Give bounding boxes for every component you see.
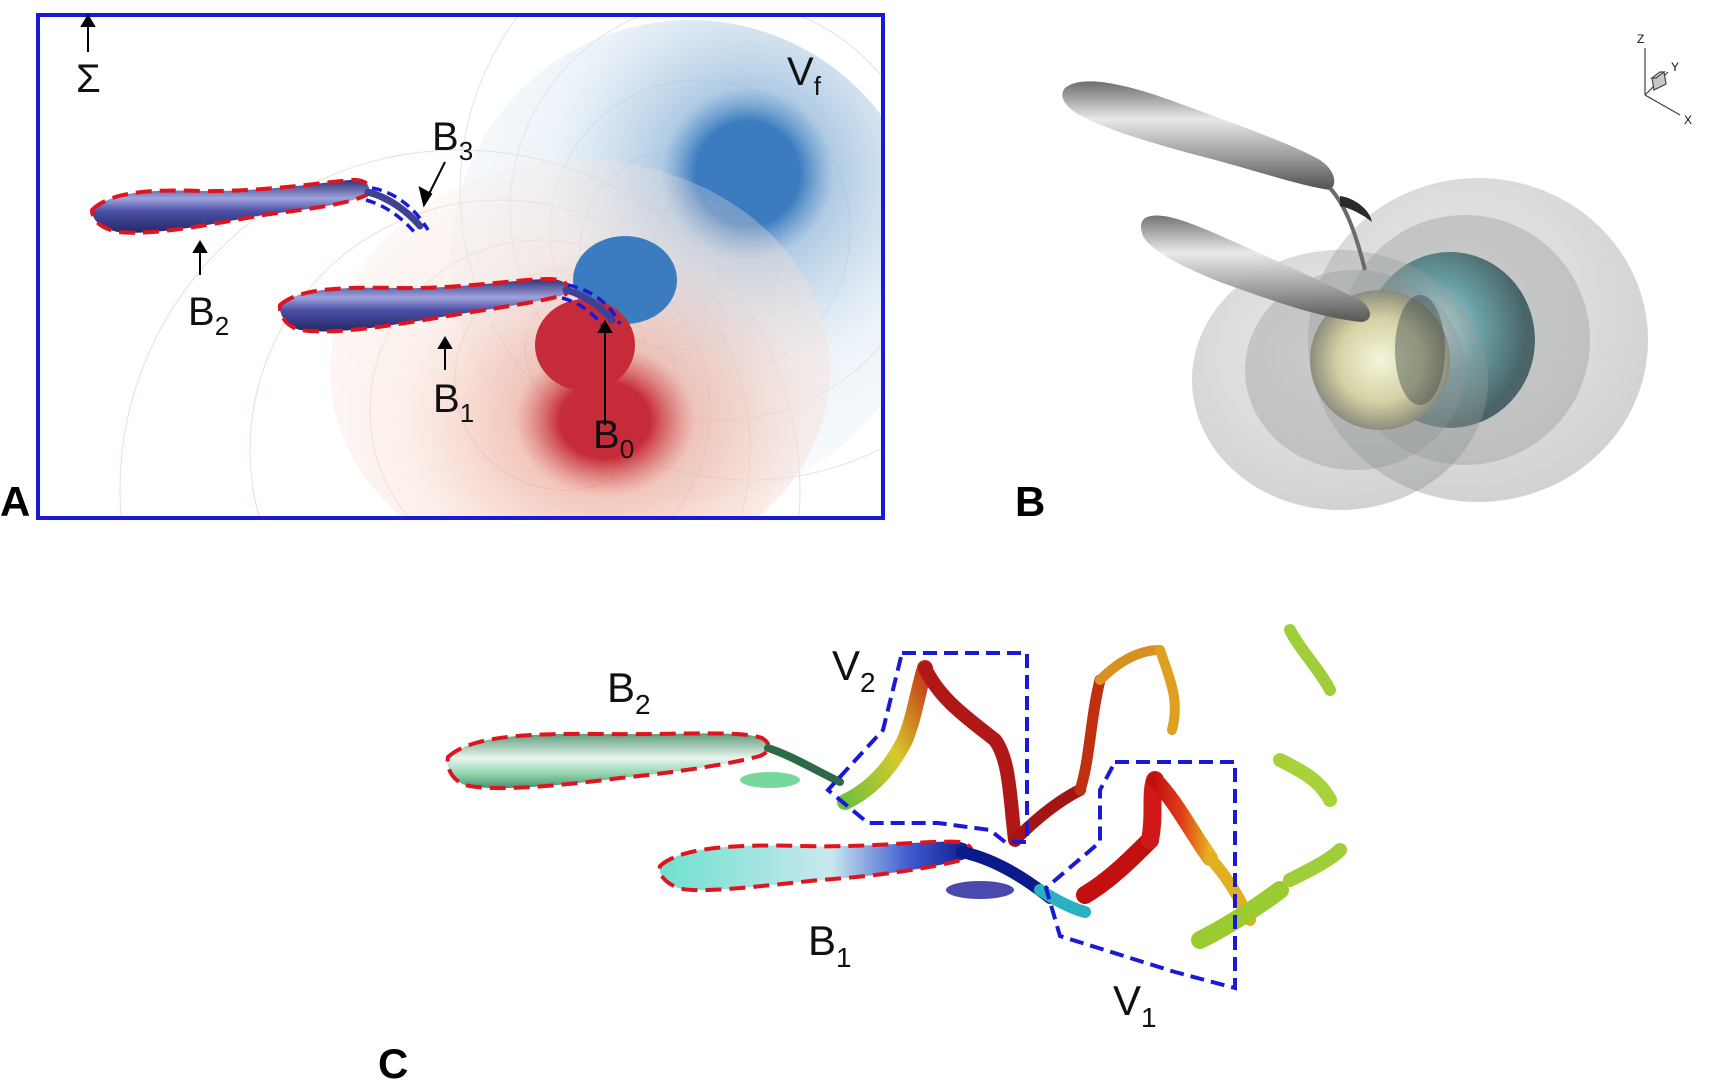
boundary-sigma [36,13,885,520]
body-label-b2: B2 [188,290,229,341]
axis-triad [1644,48,1681,116]
body-label-c-b2: B2 [607,664,651,720]
pressure-field [38,15,883,518]
axis-label-y: Y [1671,60,1679,74]
boundary-symbol: Σ [76,57,101,101]
axis-label-x: X [1684,113,1692,127]
body-label-b3: B3 [432,115,473,166]
body-label-b0: B0 [593,413,634,464]
vortex-label-v1: V1 [1113,977,1157,1033]
vortex-label-v2: V2 [832,642,876,698]
fin-outline-b0 [561,283,622,329]
panel-letter-a: A [0,478,30,525]
panel-letter-b: B [1015,478,1045,525]
body-label-c-b1: B1 [808,917,852,973]
axis-label-z: Z [1637,32,1644,46]
vortex-box-v1 [1043,760,1237,991]
panel-a: Σ Vf B3 B2 B1 B0 A [0,13,885,525]
fish-b1 [277,276,622,334]
vortex-box-v2 [825,651,1029,844]
body-outline-c-b2 [445,731,771,791]
fish-3d-lower [1140,215,1371,322]
fin-outline-b3 [365,186,430,236]
fish-c-b1 [657,839,1091,918]
pressure-isosurfaces [1192,178,1648,510]
body-label-b1: B1 [433,377,474,428]
fish-c-b2 [445,731,844,791]
panel-letter-c: C [378,1040,408,1080]
fish-b2 [89,177,430,236]
fish-3d-upper [1062,81,1372,271]
panel-c: B2 B1 V2 V1 C [378,624,1347,1080]
body-outline-b1 [277,276,571,334]
label-arrows [80,14,613,425]
vortex-structures [837,624,1347,949]
positive-pressure-core [535,299,635,391]
panel-b: Z Y X B [1015,32,1692,525]
fluid-domain-label: Vf [787,50,822,101]
body-outline-c-b1 [657,839,974,893]
